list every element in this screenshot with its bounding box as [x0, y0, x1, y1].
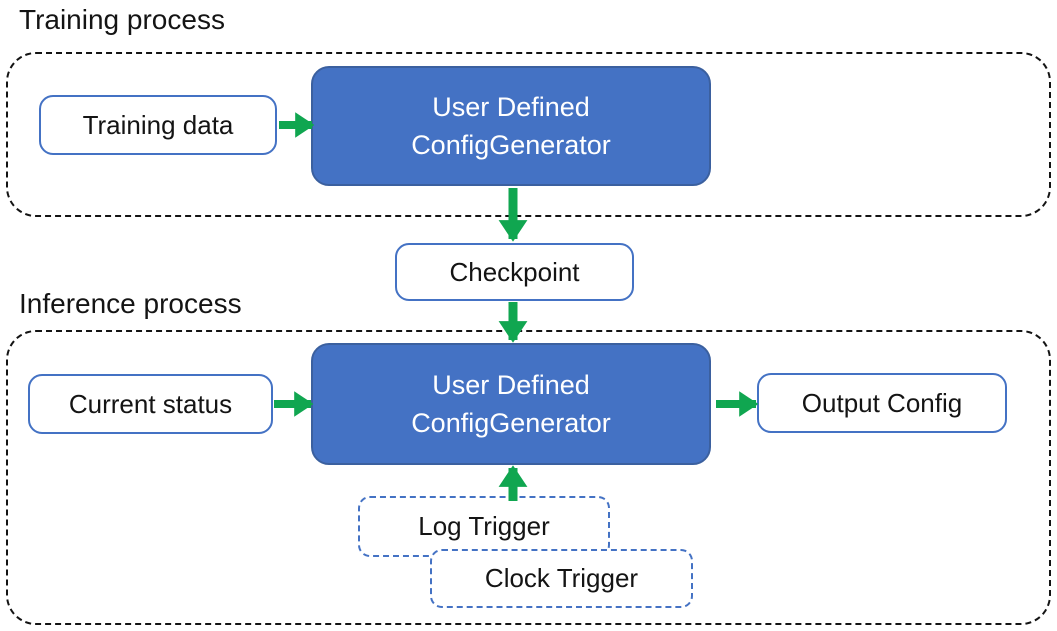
inference-generator-label-line1: User Defined [432, 370, 590, 400]
training-generator-label-line1: User Defined [432, 92, 590, 122]
training-process-container [6, 52, 1051, 217]
inference-process-container [6, 330, 1051, 625]
training-config-generator-node: User Defined ConfigGenerator [311, 66, 711, 186]
clock-trigger-label: Clock Trigger [484, 563, 639, 593]
inference-config-generator-node: User Defined ConfigGenerator [311, 343, 711, 465]
current-status-node: Current status [28, 374, 273, 434]
checkpoint-label: Checkpoint [449, 256, 580, 287]
checkpoint-node: Checkpoint [395, 243, 634, 301]
clock-trigger-node: Clock Trigger [430, 549, 693, 608]
training-generator-label-line2: ConfigGenerator [411, 130, 611, 160]
log-trigger-node: Log Trigger [358, 496, 610, 557]
inference-process-title: Inference process [19, 288, 242, 319]
output-config-node: Output Config [757, 373, 1007, 433]
log-trigger-label: Log Trigger [418, 511, 550, 541]
current-status-label: Current status [68, 388, 233, 419]
training-data-node: Training data [39, 95, 277, 155]
inference-generator-label-line2: ConfigGenerator [411, 408, 611, 438]
training-process-title: Training process [19, 4, 225, 35]
training-data-label: Training data [82, 109, 234, 140]
output-config-label: Output Config [801, 387, 963, 418]
